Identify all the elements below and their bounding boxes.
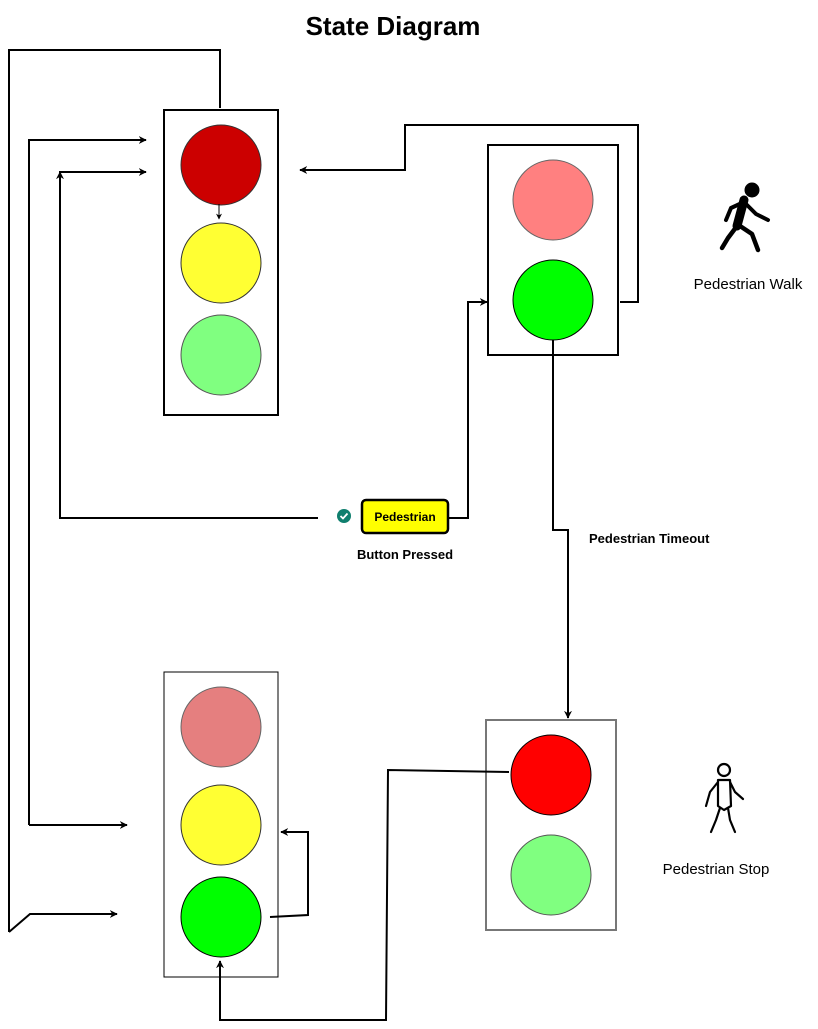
green-lamp (180, 876, 262, 958)
connector-stop-to-green (216, 768, 510, 1021)
connector-walk-to-red (299, 124, 639, 303)
connector-button-to-walk (449, 298, 488, 519)
red-lamp (180, 686, 262, 768)
connectors (8, 49, 639, 1021)
pedestrian-walk-icon (719, 182, 770, 253)
pedestrian-stop-label: Pedestrian Stop (663, 861, 770, 878)
green-lamp (510, 834, 592, 916)
connector-button-to-red (59, 168, 318, 519)
connector-red-to-loop (8, 49, 221, 932)
pedestrian-button-label: Pedestrian (374, 510, 435, 524)
connector-walk-timeout-to-stop (552, 340, 572, 719)
pedestrian-timeout-label: Pedestrian Timeout (589, 531, 710, 546)
traffic-light-green-state (163, 671, 279, 978)
button-pressed-label: Button Pressed (357, 547, 453, 562)
traffic-light-pedestrian-stop (485, 719, 617, 931)
check-circle-icon (337, 509, 351, 523)
traffic-light-red-state (163, 109, 279, 416)
yellow-lamp (180, 784, 262, 866)
traffic-light-pedestrian-walk (487, 144, 619, 356)
red-lamp (510, 734, 592, 816)
connector-green-to-yellow (269, 828, 309, 918)
pedestrian-stop-icon (704, 762, 745, 834)
yellow-lamp (180, 222, 262, 304)
green-lamp (180, 314, 262, 396)
red-lamp (180, 124, 262, 206)
page-title: State Diagram (306, 11, 481, 41)
red-lamp (512, 159, 594, 241)
connector-loop-to-green (8, 910, 118, 933)
connector-loop2-to-red (28, 136, 147, 825)
pedestrian-walk-label: Pedestrian Walk (694, 276, 803, 293)
green-lamp (512, 259, 594, 341)
pedestrian-button[interactable]: Pedestrian (360, 498, 450, 535)
